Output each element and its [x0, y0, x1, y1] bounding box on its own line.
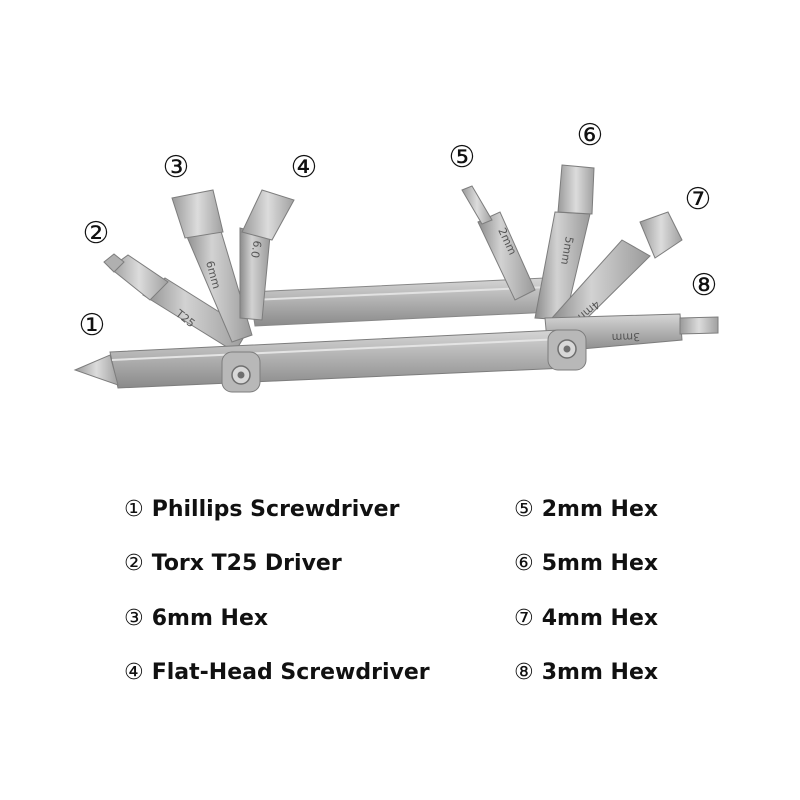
bit-label-flat: 6.0 [248, 239, 264, 258]
legend-number: ② [124, 551, 144, 577]
legend-number: ⑤ [514, 496, 534, 522]
legend-item: ⑤ 2mm Hex [514, 482, 658, 537]
right-pivot [547, 329, 587, 371]
bit-label-5mm: 5mm [558, 235, 576, 265]
legend-label: Torx T25 Driver [151, 551, 342, 577]
legend-item: ⑦ 4mm Hex [514, 591, 658, 646]
bit-flat-head: 6.0 [239, 189, 295, 321]
legend-label: 5mm Hex [541, 551, 659, 577]
callout-1: ① [78, 308, 106, 343]
bit-phillips [73, 354, 119, 386]
legend-number: ⑧ [514, 660, 534, 686]
legend-label: 4mm Hex [541, 605, 659, 631]
callout-4: ④ [290, 150, 318, 185]
callout-6: ⑥ [576, 118, 604, 153]
tool-legend: ① Phillips Screwdriver ② Torx T25 Driver… [0, 482, 800, 722]
legend-label: 3mm Hex [541, 660, 659, 686]
legend-label: 2mm Hex [541, 496, 659, 522]
legend-number: ⑥ [514, 551, 534, 577]
legend-item: ④ Flat-Head Screwdriver [124, 646, 430, 701]
bit-hex-6mm: 6mm [171, 189, 253, 343]
legend-column-right: ⑤ 2mm Hex ⑥ 5mm Hex ⑦ 4mm Hex ⑧ 3mm Hex [514, 482, 658, 700]
rear-handle-bar [249, 277, 553, 327]
legend-item: ③ 6mm Hex [124, 591, 430, 646]
legend-number: ④ [124, 660, 144, 686]
multi-tool-illustration: T25 6mm 6.0 2mm 5mm 4mm 3mm [73, 164, 719, 393]
bit-torx-t25: T25 [103, 253, 249, 353]
callout-3: ③ [162, 150, 190, 185]
legend-label: 6mm Hex [151, 605, 269, 631]
legend-item: ① Phillips Screwdriver [124, 482, 430, 537]
legend-item: ⑥ 5mm Hex [514, 537, 658, 592]
legend-number: ① [124, 496, 144, 522]
legend-item: ② Torx T25 Driver [124, 537, 430, 592]
callout-7: ⑦ [684, 182, 712, 217]
legend-item: ⑧ 3mm Hex [514, 646, 658, 701]
legend-label: Flat-Head Screwdriver [151, 660, 430, 686]
callout-8: ⑧ [690, 268, 718, 303]
callout-2: ② [82, 216, 110, 251]
callout-5: ⑤ [448, 140, 476, 175]
front-handle-bar [109, 329, 567, 389]
legend-label: Phillips Screwdriver [151, 496, 400, 522]
left-pivot [221, 351, 261, 393]
legend-number: ③ [124, 605, 144, 631]
legend-number: ⑦ [514, 605, 534, 631]
legend-column-left: ① Phillips Screwdriver ② Torx T25 Driver… [124, 482, 430, 700]
bit-hex-5mm: 5mm [534, 164, 595, 321]
bit-label-3mm: 3mm [611, 330, 640, 344]
